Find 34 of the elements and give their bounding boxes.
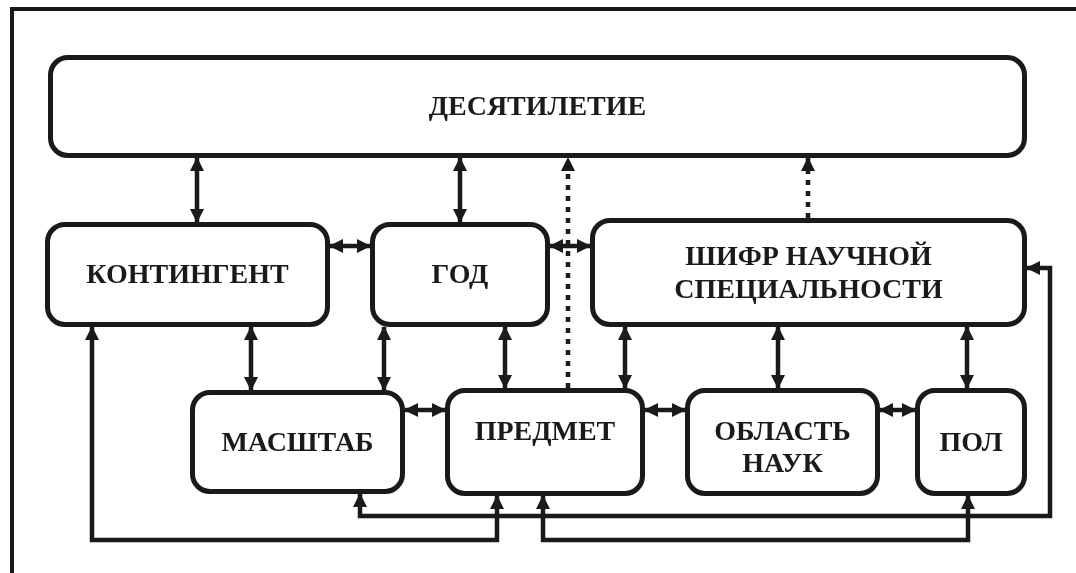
rounded-box <box>685 388 880 496</box>
arrow <box>377 326 391 391</box>
arrow <box>85 326 504 543</box>
arrow <box>644 403 686 417</box>
box-label: КОНТИНГЕНТ <box>86 258 289 291</box>
dashed-arrow <box>801 157 815 218</box>
arrow <box>771 326 785 389</box>
rounded-box <box>190 390 405 494</box>
arrow <box>618 326 632 389</box>
arrow <box>404 403 446 417</box>
arrow <box>244 326 258 391</box>
arrow <box>353 261 1053 519</box>
box-label: ШИФР НАУЧНОЙ СПЕЦИАЛЬНОСТИ <box>673 240 944 305</box>
box-label: ПОЛ <box>939 425 1003 459</box>
box-label: ОБЛАСТЬ НАУК <box>713 415 852 480</box>
arrow <box>879 403 916 417</box>
rounded-box <box>590 218 1027 327</box>
arrow <box>190 157 204 223</box>
arrow <box>960 326 974 389</box>
box-label: ДЕСЯТИЛЕТИЕ <box>428 90 647 123</box>
arrow <box>498 326 512 389</box>
arrow <box>329 239 371 253</box>
rounded-box <box>370 222 550 327</box>
box-label: ГОД <box>431 258 489 291</box>
rounded-box <box>445 388 645 496</box>
arrow <box>453 157 467 223</box>
box-label: МАСШТАБ <box>221 425 374 459</box>
rounded-box <box>48 55 1027 158</box>
box-label: ПРЕДМЕТ <box>474 415 616 448</box>
arrow <box>549 239 591 253</box>
dashed-arrow <box>561 157 575 388</box>
rounded-box <box>45 222 330 327</box>
rounded-box <box>915 388 1027 496</box>
arrow <box>536 495 975 543</box>
